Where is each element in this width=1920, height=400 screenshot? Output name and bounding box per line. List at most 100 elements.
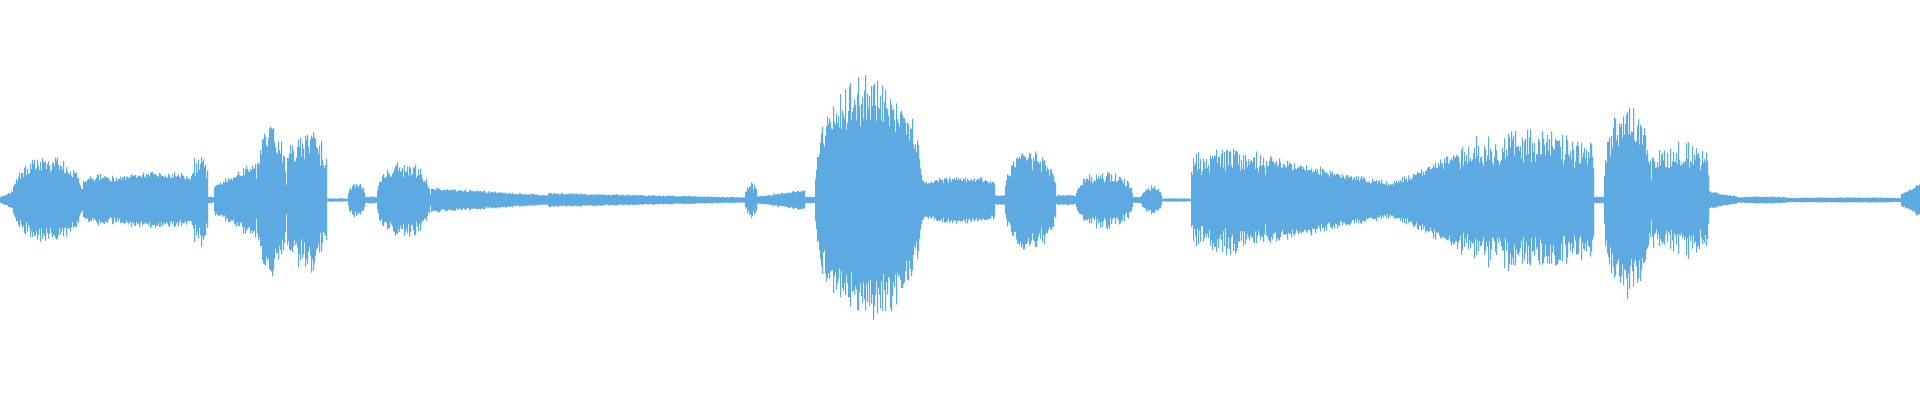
waveform-sample [172, 174, 174, 225]
waveform-sample [594, 194, 596, 206]
waveform-sample [605, 195, 607, 205]
waveform-sample [1022, 153, 1024, 245]
waveform-sample [769, 195, 771, 205]
waveform-sample [57, 157, 59, 239]
waveform-sample [1127, 180, 1129, 218]
waveform-sample [488, 191, 490, 209]
waveform-sample [1409, 179, 1411, 222]
waveform-sample [94, 181, 96, 219]
waveform-sample [582, 194, 584, 206]
waveform-sample [927, 184, 929, 218]
waveform-sample [1261, 165, 1263, 237]
waveform-sample [317, 148, 319, 249]
waveform-sample [1910, 189, 1912, 210]
waveform-sample [877, 80, 879, 314]
waveform-sample [972, 180, 974, 219]
waveform-sample [48, 161, 50, 239]
waveform-sample [1439, 166, 1441, 236]
waveform-sample [1363, 176, 1365, 221]
waveform-sample [1585, 159, 1587, 243]
waveform-sample [1744, 196, 1746, 203]
waveform-sample [1251, 160, 1253, 238]
waveform-sample [1670, 148, 1672, 249]
waveform-sample [1347, 175, 1349, 225]
waveform-sample [1217, 163, 1219, 239]
waveform-sample [338, 198, 340, 202]
waveform-sample [136, 177, 138, 222]
waveform-sample [1084, 179, 1086, 220]
waveform-sample [1324, 171, 1326, 232]
waveform-sample [1221, 153, 1223, 241]
waveform-sample [784, 193, 786, 206]
waveform-sample [1672, 161, 1674, 241]
waveform-sample [1081, 185, 1083, 215]
waveform-sample [1621, 123, 1623, 277]
waveform-sample [296, 157, 298, 243]
waveform-sample [981, 177, 983, 221]
waveform-sample [1410, 178, 1412, 222]
waveform-sample [872, 106, 874, 295]
waveform-sample [827, 116, 829, 278]
waveform-sample [1867, 197, 1869, 203]
waveform-sample [1441, 163, 1443, 238]
waveform-sample [866, 119, 868, 285]
waveform-sample [641, 195, 643, 205]
waveform-sample [774, 194, 776, 206]
waveform-sample [1499, 165, 1501, 239]
waveform-sample [1389, 185, 1391, 217]
waveform-sample [1338, 174, 1340, 226]
waveform-sample [1119, 176, 1121, 225]
waveform-sample [1052, 173, 1054, 227]
waveform-sample [1836, 197, 1838, 203]
waveform-sample [1045, 165, 1047, 235]
waveform-sample [1619, 123, 1621, 277]
waveform-sample [1905, 192, 1907, 209]
waveform-sample [1692, 146, 1694, 249]
waveform-sample [1875, 197, 1877, 203]
waveform-sample [12, 192, 14, 209]
waveform-sample [1453, 155, 1455, 244]
waveform-sample [1027, 159, 1029, 243]
waveform-sample [960, 178, 962, 222]
waveform-sample [536, 194, 538, 206]
waveform-sample [1414, 174, 1416, 227]
waveform-sample [934, 181, 936, 220]
waveform-sample [1445, 162, 1447, 239]
waveform-sample [1413, 174, 1415, 227]
waveform-sample [1633, 108, 1635, 287]
waveform-sample [135, 175, 137, 227]
waveform-sample [253, 168, 255, 232]
waveform-sample [959, 179, 961, 221]
waveform-sample [622, 194, 624, 206]
waveform-sample [256, 178, 258, 219]
waveform-sample [713, 197, 715, 203]
waveform-sample [1412, 177, 1414, 224]
waveform-sample [258, 162, 260, 241]
waveform-sample [68, 173, 70, 229]
waveform-sample [1674, 161, 1676, 234]
waveform-sample [1539, 140, 1541, 265]
waveform-sample [214, 188, 216, 212]
waveform-sample [328, 198, 330, 202]
waveform-sample [586, 195, 588, 206]
waveform-sample [1062, 195, 1064, 205]
waveform-sample [548, 193, 550, 207]
waveform-sample [936, 180, 938, 221]
waveform-sample [570, 193, 572, 207]
waveform-sample [360, 184, 362, 215]
waveform-sample [1139, 197, 1141, 203]
waveform-sample [378, 185, 380, 214]
waveform-sample [1364, 178, 1366, 222]
waveform-sample [1891, 197, 1893, 203]
waveform-sample [192, 173, 194, 226]
waveform-sample [1542, 131, 1544, 265]
waveform-sample [1466, 155, 1468, 244]
waveform-sample [326, 158, 328, 241]
waveform-sample [475, 191, 477, 210]
waveform-sample [123, 177, 125, 223]
waveform-sample [1397, 183, 1399, 219]
waveform-sample [397, 162, 399, 235]
waveform-sample [88, 178, 90, 222]
waveform-sample [1906, 192, 1908, 208]
